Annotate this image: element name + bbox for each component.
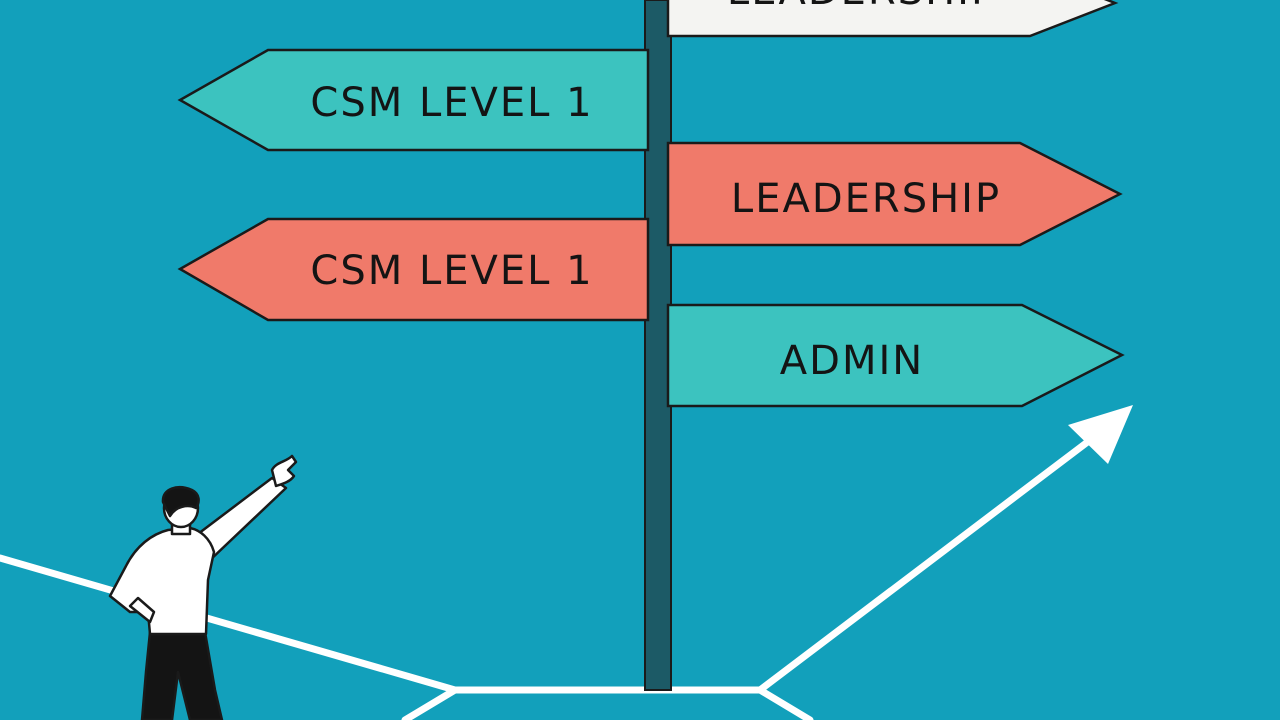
- hip-hand: [128, 596, 156, 624]
- sign-label: LEADERSHIP: [731, 176, 1001, 222]
- lower-path-line: [401, 686, 459, 720]
- path-lines: [0, 421, 1114, 720]
- hair: [161, 486, 200, 518]
- left-path-line: [0, 554, 459, 694]
- sign-label: LEADERSHIP: [727, 0, 997, 14]
- rising-path-line: [756, 421, 1114, 694]
- sign-leadership-coral: LEADERSHIP: [666, 141, 1123, 247]
- sign-csm-level-1-coral: CSM LEVEL 1: [177, 217, 650, 322]
- sign-label: ADMIN: [780, 338, 924, 384]
- sign-label: CSM LEVEL 1: [310, 248, 593, 294]
- sign-admin: ADMIN: [666, 303, 1125, 408]
- sign-leadership-top: LEADERSHIP: [666, 0, 1119, 38]
- pointing-man-figure: [108, 454, 298, 720]
- pointing-hand: [270, 454, 298, 488]
- trousers: [140, 630, 224, 720]
- arrow-head-icon: [1068, 405, 1133, 464]
- sign-label: CSM LEVEL 1: [310, 80, 593, 126]
- sign-csm-level-1-teal: CSM LEVEL 1: [177, 48, 650, 152]
